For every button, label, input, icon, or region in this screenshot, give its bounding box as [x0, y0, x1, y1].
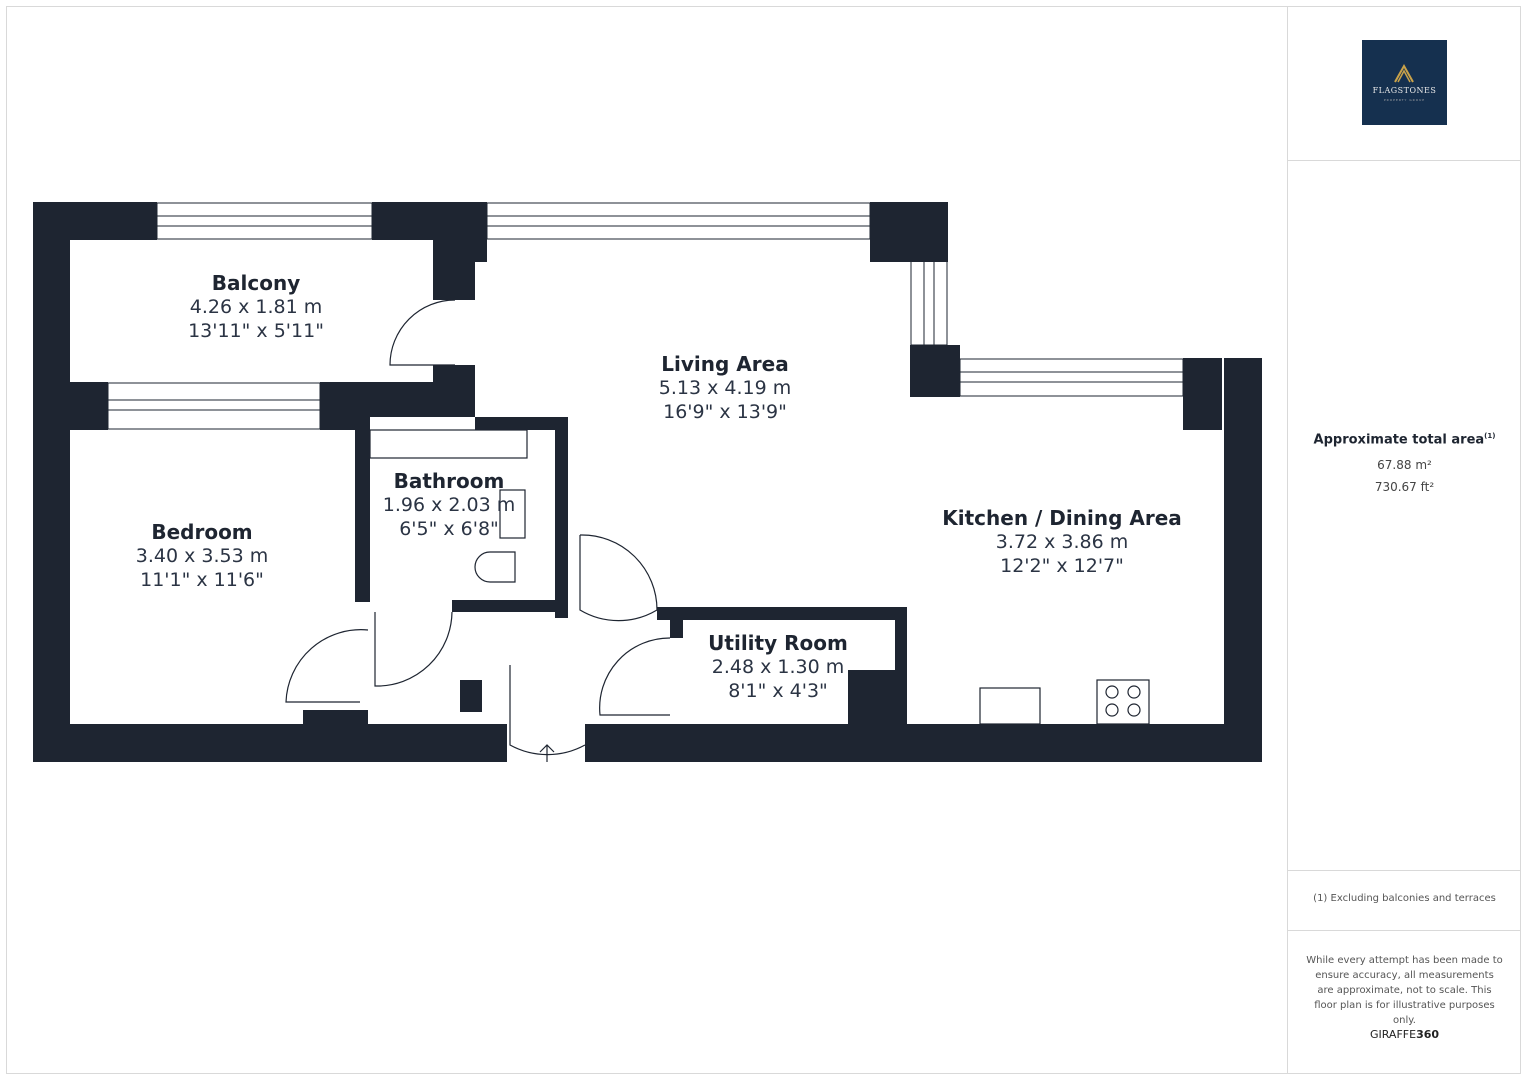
area-imperial: 730.67 ft²	[1374, 480, 1435, 494]
divider	[1288, 870, 1521, 871]
room-name: Bedroom	[151, 520, 253, 544]
room-metric: 4.26 x 1.81 m	[189, 296, 323, 318]
walls	[33, 202, 1262, 762]
company-logo: FLAGSTONES PROPERTY GROUP	[1362, 40, 1447, 125]
page-frame	[6, 6, 1521, 1074]
area-title-text: Approximate total area	[1313, 432, 1485, 448]
brand-mark: GIRAFFE360	[1288, 1028, 1521, 1041]
brand-bold: 360	[1416, 1028, 1440, 1041]
hob	[1096, 679, 1150, 725]
windows	[107, 202, 1219, 430]
room-name: Balcony	[211, 271, 301, 295]
fixtures	[369, 429, 1150, 762]
roof-icon	[1394, 63, 1414, 83]
room-name: Kitchen / Dining Area	[942, 506, 1182, 530]
toilet	[474, 551, 516, 583]
room-name: Living Area	[661, 352, 789, 376]
room-metric: 1.96 x 2.03 m	[382, 494, 516, 516]
kitchen-sink	[979, 687, 1041, 725]
area-title: Approximate total area(1)	[1288, 432, 1521, 447]
room-imperial: 12'2" x 12'7"	[1000, 555, 1124, 577]
room-name: Utility Room	[708, 631, 848, 655]
bathtub	[369, 429, 528, 459]
room-name: Bathroom	[393, 469, 505, 493]
floor-plan	[33, 202, 1262, 762]
room-metric: 2.48 x 1.30 m	[711, 656, 845, 678]
room-imperial: 13'11" x 5'11"	[188, 320, 324, 342]
doors	[285, 299, 671, 756]
logo-name: FLAGSTONES	[1372, 86, 1437, 95]
disclaimer: While every attempt has been made to ens…	[1306, 955, 1503, 1026]
room-imperial: 6'5" x 6'8"	[399, 518, 499, 540]
room-metric: 3.72 x 3.86 m	[995, 531, 1129, 553]
entrance-arrow	[539, 744, 555, 762]
divider	[1288, 930, 1521, 931]
sink	[499, 489, 526, 539]
room-imperial: 8'1" x 4'3"	[728, 680, 828, 702]
footnote: (1) Excluding balconies and terraces	[1313, 893, 1496, 904]
area-metric: 67.88 m²	[1377, 458, 1432, 472]
room-metric: 5.13 x 4.19 m	[658, 377, 792, 399]
divider	[1288, 160, 1521, 161]
logo-tagline: PROPERTY GROUP	[1383, 98, 1426, 102]
room-imperial: 11'1" x 11'6"	[140, 569, 264, 591]
brand-light: GIRAFFE	[1369, 1028, 1417, 1041]
room-metric: 3.40 x 3.53 m	[135, 545, 269, 567]
room-imperial: 16'9" x 13'9"	[663, 401, 787, 423]
footnote-mark: (1)	[1484, 432, 1496, 440]
info-panel	[1287, 6, 1521, 1074]
